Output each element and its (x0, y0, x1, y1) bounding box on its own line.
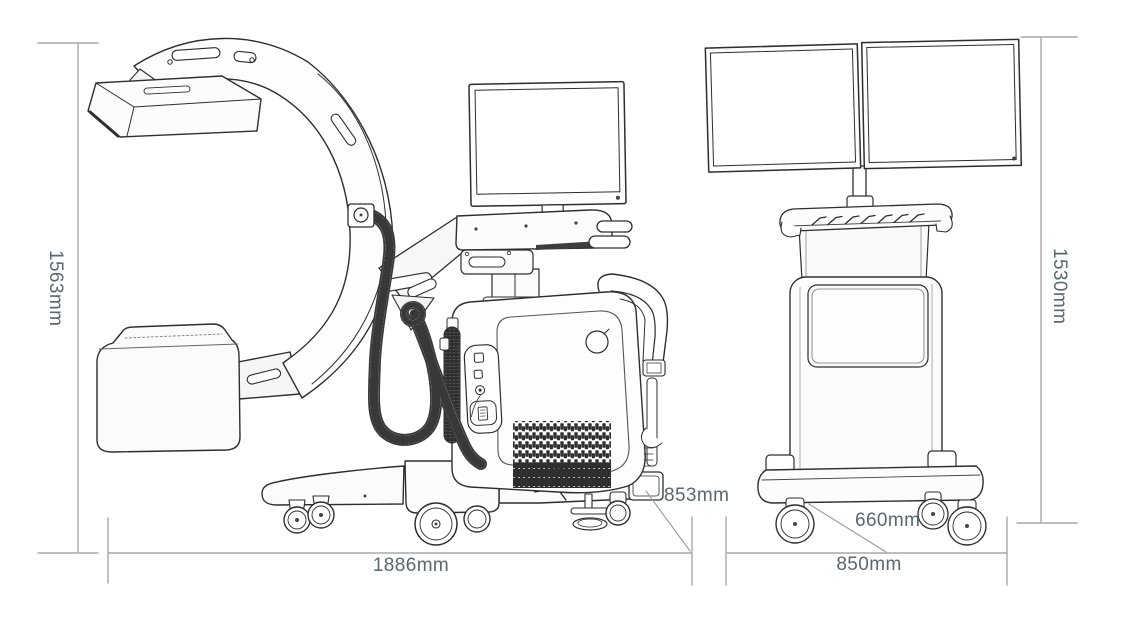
cart-body (789, 276, 943, 478)
dimension-lines (37, 36, 1078, 586)
tray-handle (588, 235, 631, 249)
dimension-line-1886 (107, 516, 693, 586)
rear-rail (646, 377, 658, 467)
front-caster (283, 499, 311, 534)
monitor-screen (474, 87, 621, 195)
control-panel (463, 344, 503, 434)
cart-top-shelf (779, 203, 953, 238)
leader-line-853 (645, 490, 691, 552)
monitor-cart-front-view (704, 38, 1023, 546)
c-arc-slot (233, 50, 257, 64)
front-caster (307, 495, 335, 529)
coiled-cable (347, 203, 487, 470)
cart-monitor-left (704, 43, 862, 173)
dimension-label-cart-depth: 660mm (855, 510, 921, 531)
c-arc-slot (246, 368, 282, 385)
rear-caster (463, 505, 491, 533)
leader-line-660 (808, 503, 887, 553)
cable-hook (640, 427, 663, 449)
dimension-label-c-arm-length: 1886mm (372, 555, 450, 576)
c-arc-slot (330, 113, 357, 146)
c-arm-machine-side-view (87, 37, 669, 546)
shelf-pegs (811, 213, 925, 226)
dimension-line-1530 (1016, 36, 1078, 524)
cart-caster (775, 497, 815, 544)
leveling-jack (570, 493, 610, 531)
rear-caster (605, 491, 631, 526)
vent-grille (513, 421, 611, 463)
door-knob (585, 330, 609, 354)
cart-neck (798, 222, 930, 282)
xray-generator (96, 323, 241, 453)
monitor-screen (866, 43, 1017, 164)
cart-caster (947, 499, 987, 546)
keyboard-tray (378, 209, 633, 331)
cart-monitor-right (860, 38, 1023, 170)
push-handle (597, 273, 669, 473)
dimension-line-1563 (37, 42, 99, 554)
center-wheel (414, 502, 458, 546)
side-door-seam (496, 310, 630, 473)
dimension-label-cart-height: 1530mm (1048, 248, 1070, 325)
shelf-end-cap (780, 221, 802, 238)
handle-bracket (642, 359, 666, 377)
c-arc-slot (171, 47, 221, 61)
dimension-label-cart-width: 850mm (836, 554, 902, 575)
vent-grille (513, 463, 611, 488)
dimension-label-c-arm-height: 1563mm (44, 250, 66, 327)
workstation-monitor (468, 80, 627, 225)
flat-detector (87, 68, 262, 138)
tray-handle (596, 220, 633, 233)
monitor-screen (709, 48, 857, 167)
cart-base (757, 450, 987, 546)
shelf-end-cap (935, 215, 953, 233)
dimension-line-850 (725, 516, 1008, 586)
dimension-label-c-arm-depth: 853mm (664, 485, 730, 506)
cart-caster (917, 491, 949, 530)
front-leg (261, 465, 405, 506)
